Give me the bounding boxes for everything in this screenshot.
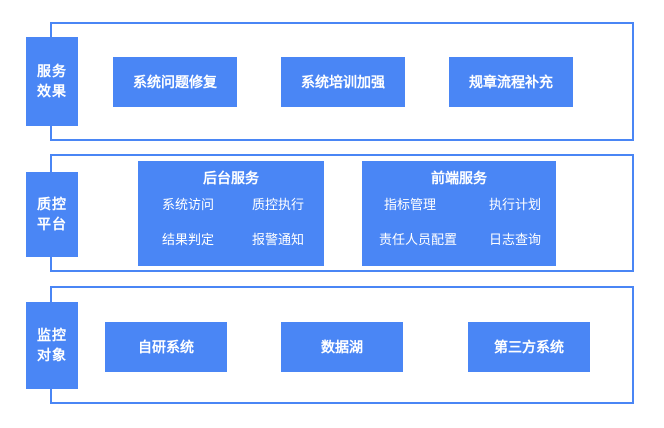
frontend-service-group: 前端服务 指标管理 执行计划 责任人员配置 日志查询	[362, 161, 556, 266]
tag-line-1: 监控	[37, 327, 67, 344]
monitor-target-tag: 监控 对象	[26, 302, 78, 389]
tag-line-2: 效果	[37, 83, 67, 100]
frontend-item-log-query: 日志查询	[488, 233, 541, 248]
frontend-item-responsible-config: 责任人员配置	[378, 233, 457, 248]
frontend-service-title: 前端服务	[431, 171, 487, 187]
third-party-system-box: 第三方系统	[468, 322, 590, 372]
tag-line-1: 服务	[37, 63, 67, 80]
self-developed-system-box: 自研系统	[105, 322, 227, 372]
frontend-item-exec-plan: 执行计划	[488, 198, 541, 213]
system-issue-fix-box: 系统问题修复	[113, 57, 237, 107]
backend-item-system-access: 系统访问	[161, 198, 214, 213]
frontend-item-indicator-mgmt: 指标管理	[383, 198, 436, 213]
rules-process-box: 规章流程补充	[449, 57, 573, 107]
system-training-box: 系统培训加强	[281, 57, 405, 107]
tag-line-2: 对象	[37, 347, 67, 364]
service-effect-tag: 服务 效果	[26, 37, 78, 126]
qc-platform-tag: 质控 平台	[26, 172, 78, 257]
backend-service-title: 后台服务	[203, 171, 259, 187]
data-lake-box: 数据湖	[281, 322, 403, 372]
tag-line-1: 质控	[37, 196, 67, 213]
tag-line-2: 平台	[37, 216, 67, 233]
backend-item-result-judgment: 结果判定	[161, 233, 214, 248]
backend-item-qc-execution: 质控执行	[251, 198, 304, 213]
backend-item-alarm-notify: 报警通知	[251, 233, 304, 248]
backend-service-group: 后台服务 系统访问 质控执行 结果判定 报警通知	[138, 161, 324, 266]
